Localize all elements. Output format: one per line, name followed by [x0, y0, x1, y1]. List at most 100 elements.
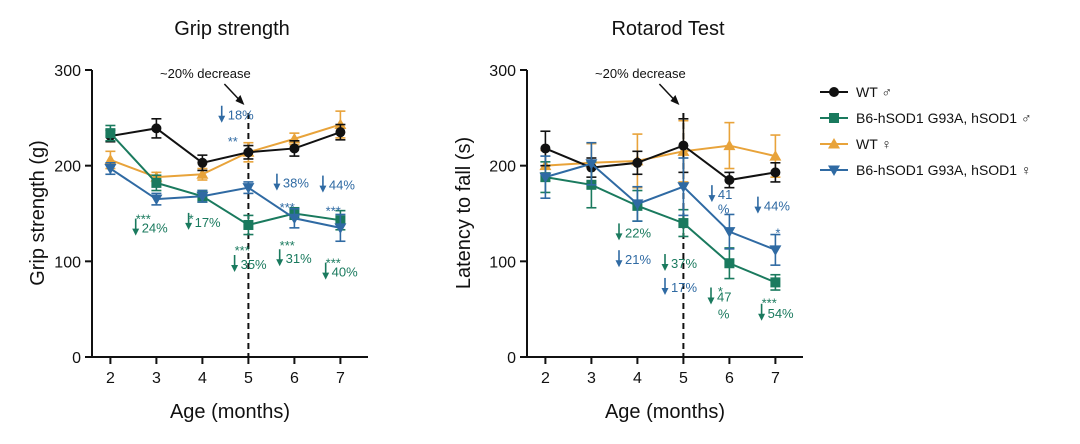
decrease-arrow-shaft	[223, 83, 241, 102]
significance-stars: ***	[136, 211, 151, 226]
series-line	[109, 132, 341, 227]
down-arrow-head	[319, 185, 327, 193]
data-point	[196, 191, 209, 203]
down-arrow-head	[758, 313, 766, 321]
data-point	[724, 258, 735, 269]
series-line	[545, 144, 776, 167]
series-line	[545, 162, 776, 251]
significance-annotation: 17%	[661, 277, 697, 295]
percent-label: 21%	[625, 252, 651, 267]
down-arrow-head	[661, 287, 669, 295]
down-arrow-head	[754, 206, 762, 214]
data-point	[678, 218, 689, 229]
decrease-arrow-head	[670, 95, 680, 105]
percent-label: 17%	[671, 280, 697, 295]
significance-stars: ***	[235, 243, 250, 258]
x-tick-label: 3	[587, 370, 596, 387]
legend-label: B6-hSOD1 G93A, hSOD1 ♂	[856, 110, 1031, 126]
percent-label: 35%	[241, 257, 267, 272]
significance-annotation: %	[718, 202, 730, 217]
data-point	[243, 219, 254, 230]
significance-stars: ***	[326, 255, 341, 270]
significance-annotation: ***	[235, 243, 250, 258]
y-tick-label: 300	[489, 63, 516, 80]
significance-annotation: ***	[136, 211, 151, 226]
percent-label: 37%	[671, 256, 697, 271]
legend-item-wt_male: WT ♂	[820, 84, 892, 100]
legend-item-sod_male: B6-hSOD1 G93A, hSOD1 ♂	[820, 110, 1031, 126]
down-arrow-head	[185, 222, 193, 230]
decrease-arrow-shaft	[658, 83, 676, 102]
series-sod_male	[540, 161, 781, 291]
legend-label: WT ♀	[856, 136, 892, 152]
significance-annotation: 31%	[276, 249, 312, 267]
significance-annotation: 37%	[661, 254, 697, 272]
data-point	[151, 123, 162, 134]
chart-title: Rotarod Test	[611, 18, 724, 40]
data-point	[289, 143, 300, 154]
legend-item-sod_female: B6-hSOD1 G93A, hSOD1 ♀	[820, 162, 1031, 178]
data-point	[770, 167, 781, 178]
significance-annotation: 24%	[132, 218, 168, 236]
significance-annotation: *	[189, 211, 194, 226]
data-point	[105, 128, 116, 139]
significance-annotation: *	[775, 226, 780, 241]
x-tick-label: 5	[679, 370, 688, 387]
x-tick-label: 5	[244, 370, 253, 387]
y-tick-label: 0	[72, 350, 81, 367]
significance-annotation: 41	[708, 185, 732, 203]
percent-label: 24%	[142, 221, 168, 236]
percent-label: 17%	[195, 215, 221, 230]
percent-label: 22%	[625, 225, 651, 240]
significance-stars: *	[718, 284, 723, 299]
x-tick-label: 4	[198, 370, 207, 387]
significance-stars: **	[228, 134, 238, 149]
series-line	[545, 144, 776, 182]
significance-annotation: 22%	[615, 223, 651, 241]
series-sod_female	[539, 141, 782, 266]
percent-label: 47	[717, 290, 731, 305]
percent-label: 31%	[286, 251, 312, 266]
series-line	[110, 127, 341, 164]
data-point	[678, 140, 689, 151]
data-point	[723, 227, 736, 238]
decrease-arrow-head	[235, 95, 245, 105]
significance-annotation: ***	[326, 204, 341, 219]
series-line	[109, 167, 341, 229]
down-arrow-head	[218, 115, 226, 123]
down-arrow-head	[615, 233, 623, 241]
legend-label: WT ♂	[856, 84, 892, 100]
down-arrow-head	[708, 195, 716, 203]
significance-stars: ***	[326, 204, 341, 219]
legend-marker	[828, 165, 840, 176]
significance-annotation: ***	[326, 255, 341, 270]
data-point	[150, 194, 163, 206]
series-line	[545, 176, 776, 284]
significance-annotation: 18%	[218, 105, 254, 123]
significance-annotation: 54%	[758, 303, 794, 321]
x-axis-label: Age (months)	[605, 401, 725, 423]
data-point	[196, 168, 209, 179]
legend-label: B6-hSOD1 G93A, hSOD1 ♀	[856, 162, 1031, 178]
significance-stars: *	[775, 226, 780, 241]
percent-label: 44%	[329, 178, 355, 193]
legend-item-wt_female: WT ♀	[820, 136, 892, 152]
data-point	[288, 213, 301, 225]
data-point	[723, 139, 736, 151]
down-arrow-head	[615, 260, 623, 268]
significance-annotation: 21%	[615, 250, 651, 268]
significance-stars: ***	[280, 200, 295, 215]
data-point	[769, 245, 782, 256]
down-arrow-head	[273, 183, 281, 191]
data-point	[724, 175, 735, 186]
significance-annotation: 44%	[754, 196, 790, 214]
series-wt_male	[540, 117, 781, 189]
legend-marker	[828, 138, 840, 149]
data-point	[334, 223, 347, 234]
y-tick-label: 300	[54, 63, 81, 80]
data-point	[335, 127, 346, 138]
significance-annotation: %	[718, 307, 730, 322]
y-tick-label: 0	[507, 350, 516, 367]
